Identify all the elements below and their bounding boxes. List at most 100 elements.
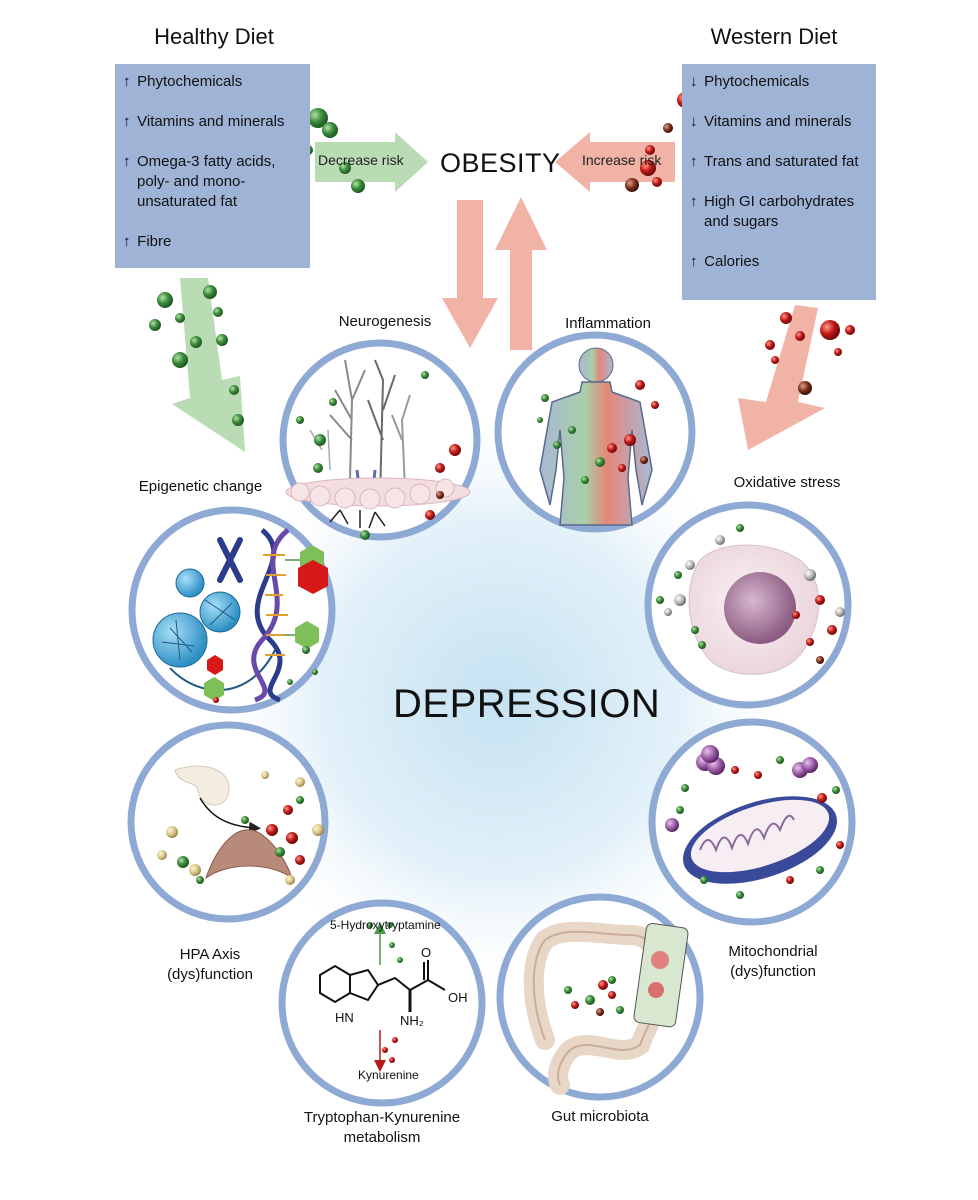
- particle: [189, 864, 201, 876]
- particle: [203, 285, 217, 299]
- tryptophan-molecule: [319, 960, 446, 1012]
- particle: [285, 875, 295, 885]
- particle: [645, 145, 655, 155]
- mitochondrion-illustration: [665, 745, 837, 884]
- western-item-fat: ↑Trans and saturated fat: [690, 153, 859, 170]
- particle: [664, 608, 672, 616]
- epigenetic-illustration: [152, 528, 328, 703]
- particle: [435, 463, 445, 473]
- particle: [166, 826, 178, 838]
- particle: [389, 942, 395, 948]
- particle: [261, 771, 269, 779]
- particle: [275, 847, 285, 857]
- western-diet-box: ↓ Phytochemicals ↓ Vitamins and minerals…: [682, 64, 876, 300]
- particle: [765, 340, 775, 350]
- epigenetic-label: Epigenetic change: [138, 478, 263, 495]
- particle: [157, 850, 167, 860]
- increase-risk-arrow: [555, 132, 675, 192]
- inflammation-to-obesity-arrow: [495, 197, 547, 350]
- particle: [681, 784, 689, 792]
- particle: [816, 656, 824, 664]
- particle: [175, 313, 185, 323]
- neuron-illustration: [285, 359, 471, 529]
- decrease-risk-arrow: [315, 132, 428, 192]
- western-item-vitamins: ↓ Vitamins and minerals: [690, 113, 852, 130]
- particle: [795, 331, 805, 341]
- particle: [568, 426, 576, 434]
- particle: [625, 178, 639, 192]
- cell-illustration: [688, 544, 820, 675]
- particle: [172, 352, 188, 368]
- particle: [652, 177, 662, 187]
- particle: [314, 434, 326, 446]
- particle: [608, 991, 616, 999]
- neurogenesis-label: Neurogenesis: [338, 313, 432, 330]
- decrease-risk-label: Decrease risk: [318, 152, 404, 168]
- particle: [676, 806, 684, 814]
- serotonin-label: 5-Hydroxytryptamine: [330, 918, 441, 932]
- particle: [295, 777, 305, 787]
- particle: [392, 1037, 398, 1043]
- particle: [149, 319, 161, 331]
- particle: [564, 986, 572, 994]
- particle: [241, 816, 249, 824]
- particle: [700, 876, 708, 884]
- particle: [585, 995, 595, 1005]
- particle: [836, 841, 844, 849]
- particle: [674, 594, 686, 606]
- body-illustration: [539, 347, 653, 526]
- particle: [296, 796, 304, 804]
- particle: [425, 510, 435, 520]
- particle: [624, 434, 636, 446]
- particle: [685, 560, 695, 570]
- particle: [736, 891, 744, 899]
- particle: [635, 380, 645, 390]
- center-glow: [200, 400, 800, 1000]
- western-diet-title: Western Diet: [710, 24, 838, 49]
- increase-risk-label: Increase risk: [582, 152, 662, 168]
- hpa-label: HPA Axis (dys)function: [167, 946, 253, 983]
- particle: [596, 1008, 604, 1016]
- particle: [449, 444, 461, 456]
- particle: [308, 108, 328, 128]
- particle: [618, 464, 626, 472]
- healthy-item-fibre: ↑ Fibre: [123, 233, 172, 250]
- particle: [229, 385, 239, 395]
- inflammation-label: Inflammation: [565, 315, 651, 332]
- depression-label: DEPRESSION: [393, 682, 661, 726]
- particle: [360, 530, 370, 540]
- particle: [232, 414, 244, 426]
- particle: [731, 766, 739, 774]
- particle: [157, 292, 173, 308]
- healthy-item-omega3: ↑Omega-3 fatty acids, poly- and mono-uns…: [123, 153, 276, 210]
- mitochondrial-label: Mitochondrial (dys)function: [728, 943, 818, 980]
- obesity-label: OBESITY: [440, 148, 561, 178]
- particle: [834, 348, 842, 356]
- particle: [607, 443, 617, 453]
- particle: [312, 669, 318, 675]
- particle: [339, 162, 351, 174]
- particle: [367, 922, 373, 928]
- oxygen-label: O: [421, 945, 432, 960]
- particle: [598, 980, 608, 990]
- particle: [351, 179, 365, 193]
- particle: [382, 1047, 388, 1053]
- particle: [287, 679, 293, 685]
- particle: [213, 307, 223, 317]
- particle: [295, 855, 305, 865]
- western-item-calories: ↑ Calories: [690, 253, 760, 270]
- particle: [312, 824, 324, 836]
- particle: [389, 1057, 395, 1063]
- particle: [595, 457, 605, 467]
- particle: [816, 866, 824, 874]
- particle: [798, 381, 812, 395]
- particle: [832, 786, 840, 794]
- healthy-item-vitamins: ↑ Vitamins and minerals: [123, 113, 285, 130]
- particle: [806, 638, 814, 646]
- particle: [674, 571, 682, 579]
- particle: [302, 646, 310, 654]
- particle: [286, 832, 298, 844]
- amine-label: NH₂: [400, 1013, 424, 1028]
- kynurenine-label: Kynurenine: [358, 1068, 419, 1082]
- particle: [663, 123, 673, 133]
